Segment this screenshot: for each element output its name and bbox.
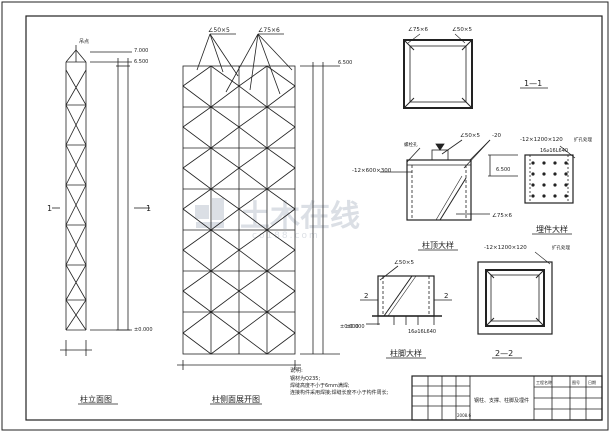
top-detail-note: -20 (492, 133, 501, 139)
tower-elevation (52, 45, 150, 356)
inner-border (25, 15, 603, 421)
side-elev-base: ±0.000 (340, 324, 359, 330)
side-angle-2: ∠75×6 (258, 27, 280, 34)
notes-line-1: 钢材为Q235; (290, 375, 320, 382)
notes-line-2: 焊缝高度不小于6mm满焊; (290, 382, 350, 389)
watermark: 土木在线 co188.com (195, 198, 360, 241)
embed-bolts: 16⌀16L640 (540, 148, 568, 154)
embed-detail (524, 145, 576, 204)
watermark-text: 土木在线 (240, 199, 360, 234)
tower-elevation-title: 柱立面图 (80, 394, 112, 404)
section2-plate: -12×1200×120 (484, 245, 527, 251)
base-angle-1: ∠50×5 (394, 259, 415, 266)
title-block-year: 2008.6 (457, 413, 471, 418)
title-block-col-3: 日期 (588, 379, 596, 385)
embed-plate: -12×1200×120 (520, 137, 563, 143)
title-block-col-1: 工程名称 (536, 379, 552, 385)
base-detail-title: 柱脚大样 (390, 348, 422, 358)
notes-title: 说明: (290, 366, 303, 374)
section-1-1-title: 1—1 (524, 79, 542, 88)
section1-angle-2: ∠50×5 (452, 26, 473, 33)
side-angle-1: ∠50×5 (208, 27, 230, 34)
top-detail (380, 139, 518, 221)
title-block-col-2: 图号 (572, 379, 580, 385)
section-2-2 (477, 251, 553, 335)
base-bolts: 16⌀16L640 (408, 329, 436, 335)
top-detail-angle-1: ∠50×5 (460, 132, 481, 139)
section2-note: 扩孔处理 (552, 244, 570, 251)
embed-detail-title: 埋件大样 (536, 224, 568, 234)
tower-section-mark-left: 1 (47, 204, 52, 213)
tower-section-mark-right: 1 (146, 204, 151, 213)
embed-bolt-holes (531, 161, 568, 198)
base-mark-right: 2 (444, 292, 448, 300)
tower-elev-top: 7.000 (134, 48, 148, 54)
section-1-1 (403, 33, 473, 109)
watermark-subtext: co188.com (252, 231, 320, 241)
top-detail-small-label: 螺栓孔 (404, 141, 418, 148)
base-mark-left: 2 (364, 292, 368, 300)
top-detail-angle-2: ∠75×6 (492, 212, 513, 219)
section1-angle-1: ∠75×6 (408, 26, 429, 33)
base-detail (360, 265, 452, 325)
top-detail-elev: 6.500 (496, 167, 510, 173)
tower-top-tag: 吊点 (79, 39, 89, 45)
section-2-2-title: 2—2 (495, 349, 513, 358)
watermark-logo-icon (195, 198, 224, 228)
top-detail-plate: -12×600×300 (352, 168, 392, 174)
tower-elev-base: ±0.000 (134, 327, 153, 333)
base-elev: ±0.000 (346, 324, 365, 330)
side-elevation (177, 33, 340, 370)
top-detail-title: 柱顶大样 (422, 240, 454, 250)
notes-line-3: 连接构件采用焊接;焊缝长度不小于构件周长; (290, 389, 389, 396)
tower-elev-2: 6.500 (134, 59, 148, 65)
side-elevation-title: 柱侧面展开图 (212, 394, 260, 404)
title-block-project: 钢柱、支撑、柱脚及埋件 (474, 397, 529, 404)
embed-note: 扩孔处理 (574, 136, 592, 143)
title-block (411, 375, 603, 421)
side-elev-top: 6.500 (338, 60, 352, 66)
